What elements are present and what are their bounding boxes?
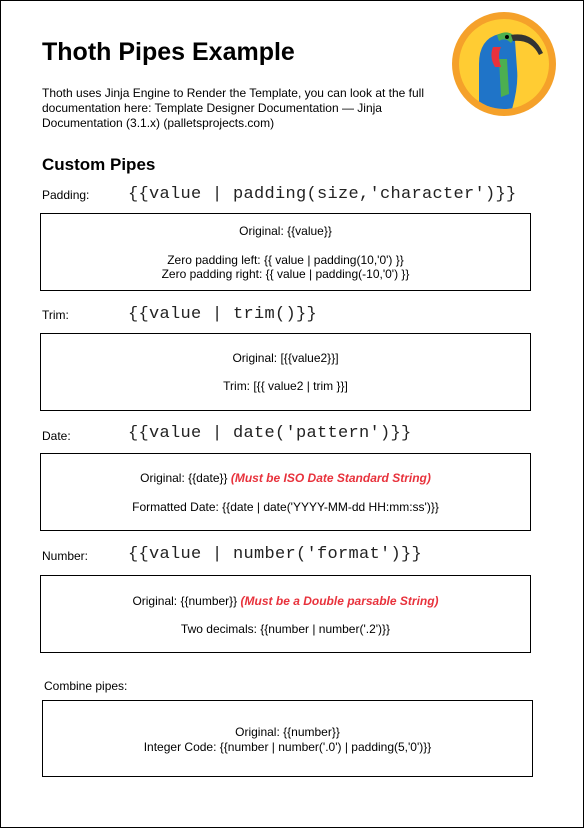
trim-original: Original: [{{value2}}] [232,351,339,365]
section-title: Custom Pipes [42,155,156,174]
number-warning: (Must be a Double parsable String) [240,594,439,608]
trim-box: Original: [{{value2}}] Trim: [{{ value2 … [40,333,531,411]
date-original-line: Original: {{date}} (Must be ISO Date Sta… [41,471,530,485]
date-syntax: {{value | date('pattern')}} [128,424,412,443]
combine-box: Original: {{number}} Integer Code: {{num… [42,700,533,777]
date-formatted: Formatted Date: {{date | date('YYYY-MM-d… [132,500,439,514]
intro-text: Thoth uses Jinja Engine to Render the Te… [42,86,425,130]
date-box: Original: {{date}} (Must be ISO Date Sta… [40,453,531,531]
date-original: Original: {{date}} [140,471,228,485]
number-box: Original: {{number}} (Must be a Double p… [40,575,531,653]
trim-label: Trim: [42,308,69,322]
padding-right-example: Zero padding right: {{ value | padding(-… [161,267,410,281]
padding-box: Original: {{value}} Zero padding left: {… [40,213,531,291]
trim-example: Trim: [{{ value2 | trim }}] [223,379,348,393]
padding-label: Padding: [42,188,90,202]
date-label: Date: [42,429,71,443]
combine-integer-code: Integer Code: {{number | number('.0') | … [143,740,432,754]
combine-original: Original: {{number}} [235,725,340,739]
padding-syntax: {{value | padding(size,'character')}} [128,185,517,204]
page-title: Thoth Pipes Example [42,38,295,66]
padding-original: Original: {{value}} [239,224,332,238]
number-original-line: Original: {{number}} (Must be a Double p… [41,594,530,608]
date-warning: (Must be ISO Date Standard String) [230,471,431,485]
trim-syntax: {{value | trim()}} [128,305,318,324]
number-two-decimals: Two decimals: {{number | number('.2')}} [180,622,391,636]
combine-label: Combine pipes: [44,679,128,693]
number-syntax: {{value | number('format')}} [128,545,423,564]
ibis-bird-logo-icon [452,12,556,116]
number-original: Original: {{number}} [132,594,238,608]
number-label: Number: [42,549,89,563]
padding-left-example: Zero padding left: {{ value | padding(10… [167,253,404,267]
